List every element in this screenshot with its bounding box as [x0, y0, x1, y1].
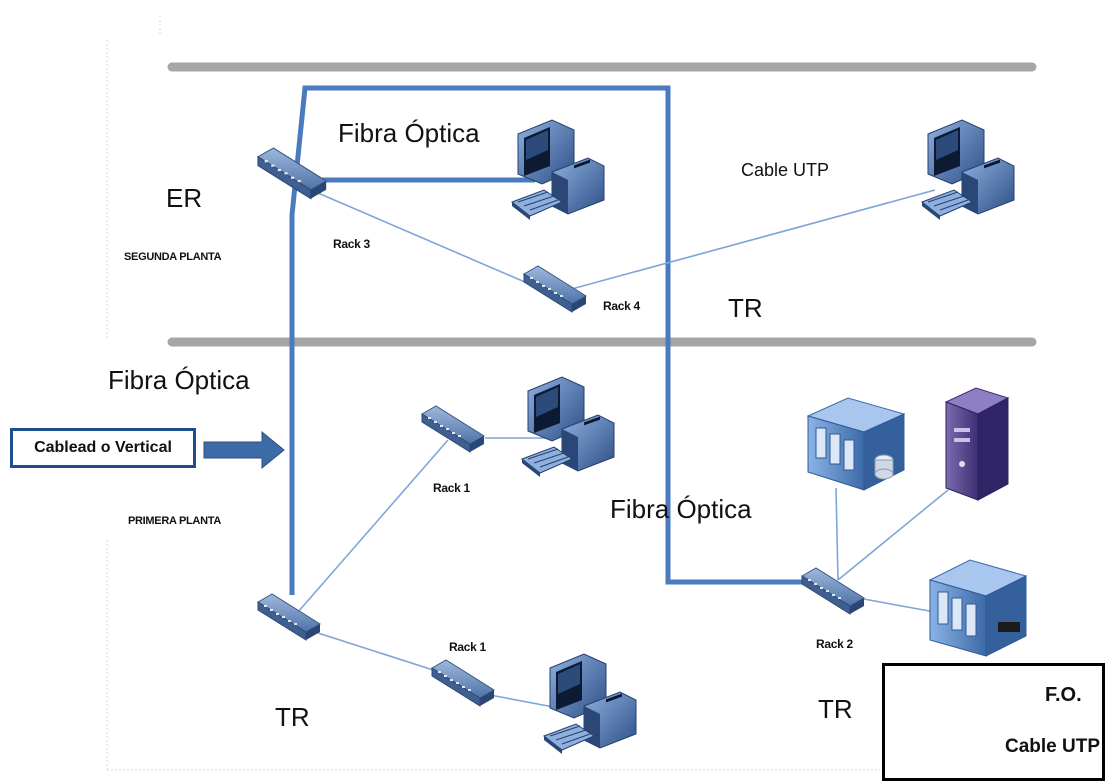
fiber-links	[289, 85, 808, 595]
switch-tr-bottom-left	[257, 593, 321, 641]
utp-label: Cable UTP	[741, 160, 830, 180]
server-icon-tower-purple	[944, 387, 1010, 501]
rack-1-lower-label: Rack 1	[449, 640, 486, 654]
pc-icon-rack1-lower	[543, 653, 637, 755]
tr-bottom-right-label: TR	[818, 694, 853, 724]
pc-icon-rack1-upper	[521, 376, 615, 478]
switch-rack-1-upper	[421, 405, 485, 453]
switch-rack-2	[801, 567, 865, 615]
rack-3-label: Rack 3	[333, 237, 370, 251]
er-label: ER	[166, 183, 203, 213]
switch-rack-4	[523, 265, 587, 313]
pc-icon-second-floor-center	[511, 119, 605, 221]
tr-bottom-left-label: TR	[275, 702, 310, 732]
fiber-label-right: Fibra Óptica	[610, 494, 752, 524]
rack-2-label: Rack 2	[816, 637, 853, 651]
pc-icon-second-floor-right	[921, 119, 1015, 221]
server-icon-blue-top	[806, 397, 906, 491]
legend-fo-label: F.O.	[1045, 684, 1082, 706]
rack-4-label: Rack 4	[603, 299, 640, 313]
first-floor-label: PRIMERA PLANTA	[128, 515, 221, 527]
tr-upper-label: TR	[728, 293, 763, 323]
vertical-cabling-box: Cablead o Vertical	[10, 428, 196, 468]
building-frame	[106, 16, 880, 771]
fiber-label-top: Fibra Óptica	[338, 118, 480, 148]
legend: F.O. Cable UTP	[882, 663, 1105, 781]
vertical-cabling-label: Cablead o Vertical	[34, 439, 172, 456]
legend-utp-label: Cable UTP	[1005, 736, 1101, 757]
server-icon-blue-bottom	[928, 559, 1028, 657]
switch-rack-1-lower	[431, 659, 495, 707]
second-floor-label: SEGUNDA PLANTA	[124, 251, 222, 263]
fiber-label-left: Fibra Óptica	[108, 365, 250, 395]
vertical-cabling-arrow	[203, 430, 285, 470]
rack-1-upper-label: Rack 1	[433, 481, 470, 495]
